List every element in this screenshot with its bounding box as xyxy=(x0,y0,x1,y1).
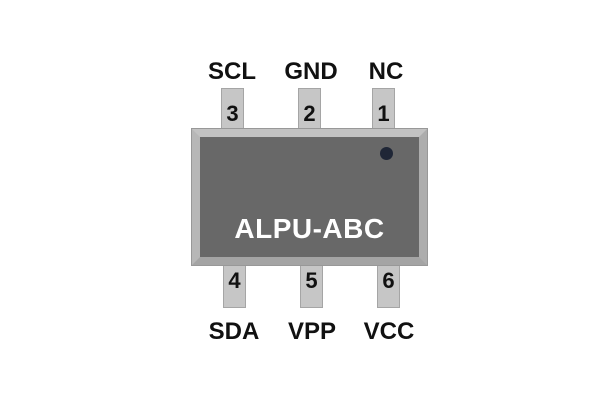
pin-1-number: 1 xyxy=(377,101,390,126)
pin-2-gnd: 2 xyxy=(298,88,321,132)
pin-3-number: 3 xyxy=(226,101,239,126)
pin-name-vcc: VCC xyxy=(363,318,415,345)
pin-6-number: 6 xyxy=(382,268,395,293)
pin-name-gnd: GND xyxy=(284,58,338,85)
pin-2-number: 2 xyxy=(303,101,316,126)
pin-1-nc: 1 xyxy=(372,88,395,132)
pin-name-scl: SCL xyxy=(208,58,256,85)
pin-name-vpp: VPP xyxy=(287,318,337,345)
pin-name-nc: NC xyxy=(368,58,404,85)
pin-5-number: 5 xyxy=(305,268,318,293)
pin-4-number: 4 xyxy=(228,268,241,293)
chip-part-number: ALPU-ABC xyxy=(234,213,385,244)
pin-3-scl: 3 xyxy=(221,88,244,132)
pin-6-vcc: 6 xyxy=(377,262,400,308)
pin-4-sda: 4 xyxy=(223,262,246,308)
pin-1-indicator-dot-icon xyxy=(380,147,393,160)
pin-name-sda: SDA xyxy=(208,318,260,345)
chip-body: ALPU-ABC xyxy=(191,128,428,266)
pin-5-vpp: 5 xyxy=(300,262,323,308)
